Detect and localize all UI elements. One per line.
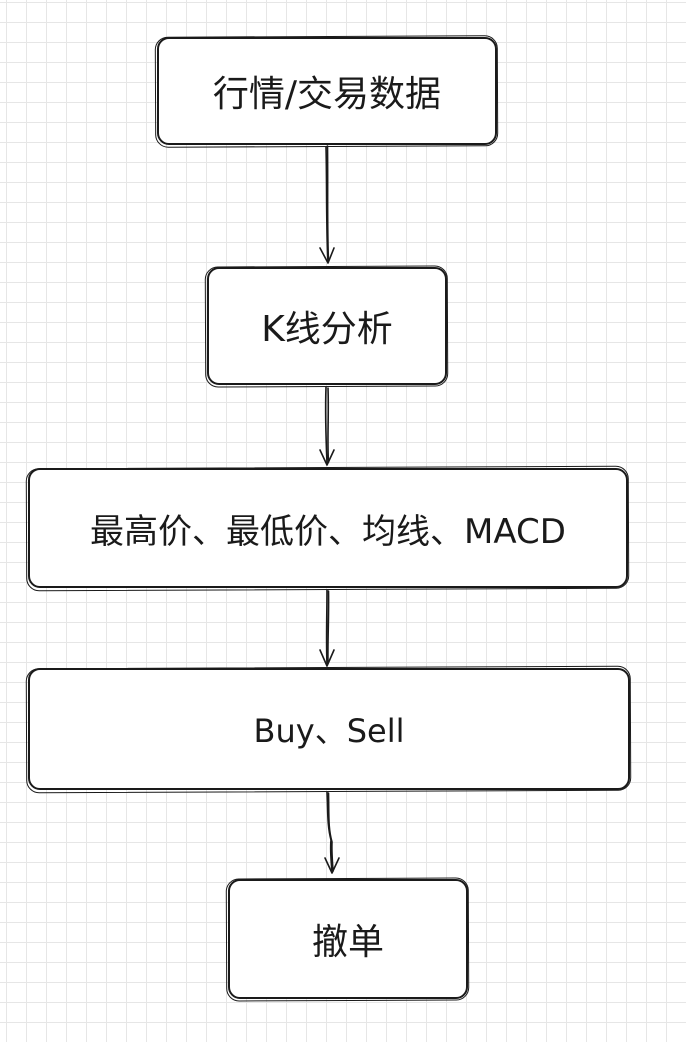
node-cancel-order[interactable]: 撤单 (228, 879, 468, 999)
node-indicators[interactable]: 最高价、最低价、均线、MACD (28, 468, 628, 588)
arrow-n4-n5 (324, 791, 340, 874)
arrow-n1-n2 (319, 145, 335, 264)
node-label: Buy、Sell (253, 712, 405, 750)
node-buy-sell[interactable]: Buy、Sell (28, 668, 630, 790)
arrow-n2-n3 (319, 386, 335, 466)
node-label: 撤单 (311, 922, 384, 963)
node-kline-analysis[interactable]: K线分析 (207, 267, 447, 385)
node-label: 最高价、最低价、均线、MACD (90, 511, 566, 552)
node-label: K线分析 (261, 309, 393, 350)
node-label: 行情/交易数据 (212, 74, 442, 115)
arrow-n3-n4 (319, 589, 335, 667)
node-market-trade-data[interactable]: 行情/交易数据 (157, 37, 497, 145)
